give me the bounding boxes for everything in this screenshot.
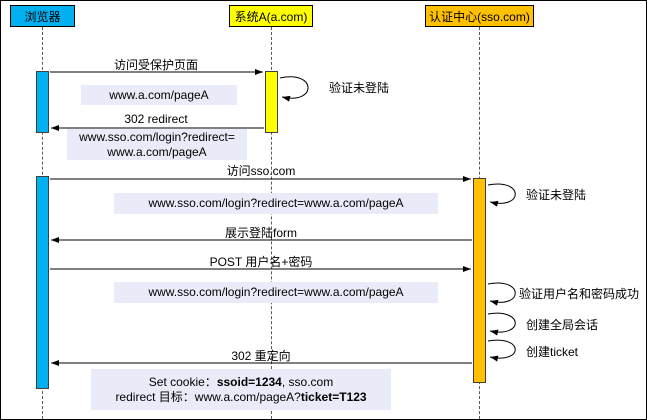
message-302-redirect-2: 302 重定向 [231, 349, 291, 363]
activation-sso [473, 178, 486, 383]
actor-system-a-label: 系统A(a.com) [234, 9, 308, 24]
self-message-create-ticket: 创建ticket [526, 345, 579, 359]
arrow-self-verify-not-logged-in-a [279, 76, 309, 102]
arrow-self-create-global-session [487, 312, 516, 336]
note-sso-login-url-2: www.sso.com/login?redirect=www.a.com/pag… [114, 282, 438, 303]
activation-browser-1 [36, 71, 49, 133]
note-sso-login-url-2-text: www.sso.com/login?redirect=www.a.com/pag… [148, 285, 404, 299]
note-footer-line1-bold: ssoid=1234 [216, 374, 282, 389]
message-show-login-form: 展示登陆form [224, 226, 297, 240]
note-footer-line2: redirect 目标：www.a.com/pageA?ticket=T123 [115, 390, 366, 405]
note-footer-line1-prefix: Set cookie： [148, 374, 217, 389]
note-footer-line1-suffix: , sso.com [281, 374, 334, 389]
self-message-verify-not-logged-in-a: 验证未登陆 [329, 81, 390, 95]
arrow-self-create-ticket [487, 339, 516, 362]
note-url-page-a: www.a.com/pageA [81, 85, 237, 105]
actor-sso: 认证中心(sso.com) [425, 5, 534, 27]
note-sso-login-url-1: www.sso.com/login?redirect=www.a.com/pag… [114, 193, 438, 214]
actor-system-a: 系统A(a.com) [229, 5, 313, 27]
actor-browser: 浏览器 [10, 5, 75, 27]
arrow-self-verify-credentials [487, 282, 516, 306]
message-visit-sso: 访问sso.com [226, 164, 296, 178]
message-302-redirect: 302 redirect [124, 112, 188, 126]
lifeline-system-a [271, 27, 272, 419]
note-footer: Set cookie：ssoid=1234, sso.com redirect … [91, 369, 391, 410]
note-footer-line2-bold: ticket=T123 [300, 389, 367, 404]
activation-browser-2 [36, 176, 49, 389]
self-message-create-global-session: 创建全局会话 [526, 318, 599, 332]
actor-browser-label: 浏览器 [24, 9, 61, 24]
activation-system-a [265, 71, 278, 133]
self-message-verify-not-logged-in-sso: 验证未登陆 [526, 188, 587, 202]
message-post-credentials: POST 用户名+密码 [209, 255, 313, 269]
note-footer-line2-prefix: redirect 目标：www.a.com/pageA? [115, 389, 301, 404]
note-sso-login-url-1-text: www.sso.com/login?redirect=www.a.com/pag… [148, 196, 404, 210]
note-url-page-a-text: www.a.com/pageA [109, 87, 209, 102]
self-message-verify-credentials: 验证用户名和密码成功 [519, 287, 640, 301]
note-redirect-url: www.sso.com/login?redirect= www.a.com/pa… [67, 129, 247, 160]
note-footer-line1: Set cookie：ssoid=1234, sso.com [149, 375, 333, 390]
arrow-self-verify-not-logged-in-sso [487, 183, 516, 207]
note-redirect-url-line1: www.sso.com/login?redirect= [79, 129, 235, 144]
actor-sso-label: 认证中心(sso.com) [429, 9, 530, 24]
note-redirect-url-line2: www.a.com/pageA [107, 144, 207, 159]
message-visit-protected-page: 访问受保护页面 [113, 58, 198, 72]
